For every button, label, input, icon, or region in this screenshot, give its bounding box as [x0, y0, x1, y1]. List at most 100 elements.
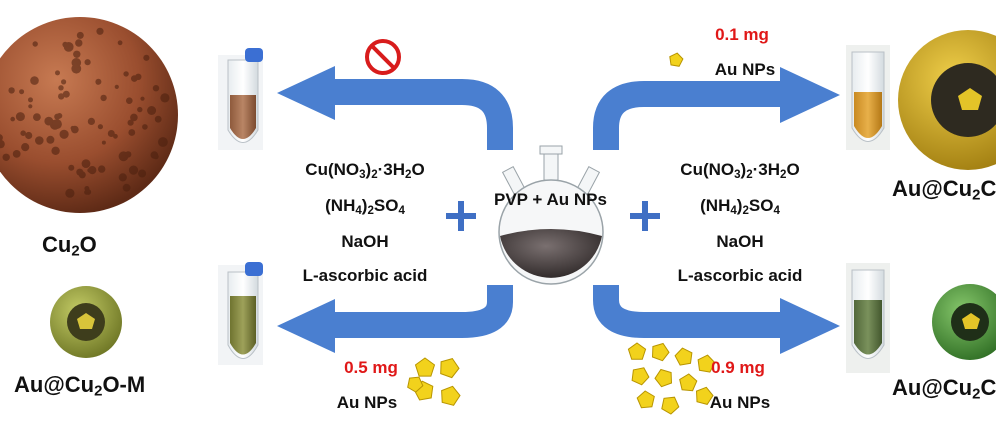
surface-pore — [30, 76, 39, 85]
reagent-right-copper-nitrate: Cu(NO3)2·3H2O — [680, 160, 800, 181]
surface-pore — [62, 90, 70, 98]
surface-pore — [15, 112, 25, 122]
label-au-cu2o-bottom-right: Au@Cu2C — [892, 375, 996, 403]
surface-pore — [21, 143, 30, 152]
gold-nanoparticle-icon — [674, 347, 693, 366]
surface-pore — [20, 130, 27, 136]
surface-pore — [2, 153, 10, 161]
surface-pore — [58, 85, 64, 91]
surface-pore — [150, 108, 156, 114]
gold-nanoparticle-icon — [627, 342, 647, 360]
surface-pore — [70, 125, 76, 131]
surface-pore — [140, 96, 145, 101]
gold-nanoparticle-icon — [407, 376, 424, 393]
surface-pore — [117, 40, 123, 46]
au-cu2o-bottom-right-particle-image — [932, 284, 996, 360]
surface-pore — [59, 129, 69, 139]
cu2o-particle-image — [0, 17, 178, 213]
surface-pore — [58, 93, 65, 100]
surface-pore — [0, 139, 5, 149]
prohibited-icon — [365, 39, 401, 75]
surface-pore — [87, 168, 92, 173]
surface-pore — [73, 50, 81, 58]
au-nps-label-bottom-left: Au NPs — [336, 393, 398, 412]
label-au-cu2o-m: Au@Cu2O-M — [14, 372, 146, 400]
gold-nanoparticle-icon — [695, 386, 714, 405]
surface-pore — [76, 168, 84, 176]
gold-nanoparticle-icon — [636, 390, 655, 409]
test-tube-bottom-right — [846, 263, 890, 373]
surface-pore — [28, 97, 33, 103]
arrow-top-right — [593, 67, 840, 150]
surface-pore — [51, 146, 60, 155]
au-cu2o-top-right-particle-image — [898, 30, 996, 170]
surface-pore — [52, 119, 62, 129]
surface-pore — [114, 84, 119, 89]
plus-icon-right — [630, 201, 660, 231]
reagent-right-naoh: NaOH — [716, 232, 764, 251]
surface-pore — [154, 115, 162, 123]
surface-pore — [126, 97, 133, 104]
surface-pore — [97, 124, 103, 130]
surface-pore — [44, 116, 54, 126]
reagent-right-ascorbic-acid: L-ascorbic acid — [677, 266, 803, 285]
surface-pore — [95, 78, 102, 85]
gold-nanoparticle-icon — [654, 368, 673, 388]
surface-pore — [138, 169, 147, 178]
surface-pore — [85, 189, 92, 195]
surface-pore — [152, 85, 160, 92]
surface-pore — [54, 113, 61, 120]
gold-nanoparticle-icon — [679, 373, 698, 392]
gold-nanoparticle-icon — [669, 52, 684, 67]
surface-pore — [101, 140, 106, 145]
surface-pore — [135, 73, 142, 81]
au-nps-label-bottom-right: Au NPs — [709, 393, 771, 412]
surface-pore — [87, 117, 95, 125]
reagent-left-ascorbic-acid: L-ascorbic acid — [302, 266, 428, 285]
label-au-cu2o-top-right: Au@Cu2C — [892, 176, 996, 204]
surface-pore — [12, 150, 21, 158]
mass-bottom-left: 0.5 mg — [344, 358, 398, 377]
surface-pore — [128, 129, 136, 136]
surface-pore — [100, 94, 107, 102]
surface-pore — [8, 87, 15, 94]
surface-pore — [55, 70, 60, 76]
surface-pore — [142, 124, 148, 130]
surface-pore — [33, 113, 41, 121]
surface-pore — [130, 113, 138, 122]
surface-pore — [35, 136, 44, 145]
arrow-top-left — [277, 66, 513, 150]
test-tube-top-left — [218, 48, 263, 150]
surface-pore — [137, 106, 143, 113]
surface-pore — [122, 183, 131, 192]
mass-top-right: 0.1 mg — [715, 25, 769, 44]
surface-pore — [76, 31, 84, 39]
surface-pore — [123, 71, 129, 77]
flask-label: PVP + Au NPs — [494, 190, 607, 209]
surface-pore — [28, 104, 33, 109]
surface-pore — [84, 59, 91, 66]
gold-nanoparticle-icon — [697, 354, 716, 373]
surface-pore — [143, 54, 150, 61]
surface-pore — [127, 119, 134, 126]
gold-nanoparticle-icon — [651, 342, 670, 362]
mass-bottom-right: 0.9 mg — [711, 358, 765, 377]
surface-pore — [81, 159, 91, 169]
gold-nanoparticle-icon — [661, 396, 680, 415]
reagent-left-ammonium-sulfate: (NH4)2SO4 — [325, 196, 405, 217]
surface-pore — [46, 135, 55, 144]
gold-nanoparticle-icon — [440, 358, 460, 379]
surface-pore — [160, 93, 170, 103]
test-tube-bottom-left — [218, 262, 263, 365]
surface-pore — [63, 42, 74, 52]
surface-pore — [0, 134, 3, 142]
three-neck-flask — [498, 145, 604, 285]
au-cu2o-m-particle-image — [50, 286, 122, 358]
surface-pore — [96, 27, 104, 35]
surface-pore — [153, 153, 159, 160]
gold-nanoparticle-icon — [441, 385, 461, 406]
surface-pore — [65, 188, 75, 198]
surface-pore — [75, 39, 83, 47]
gold-nanoparticle-icon — [631, 367, 650, 386]
